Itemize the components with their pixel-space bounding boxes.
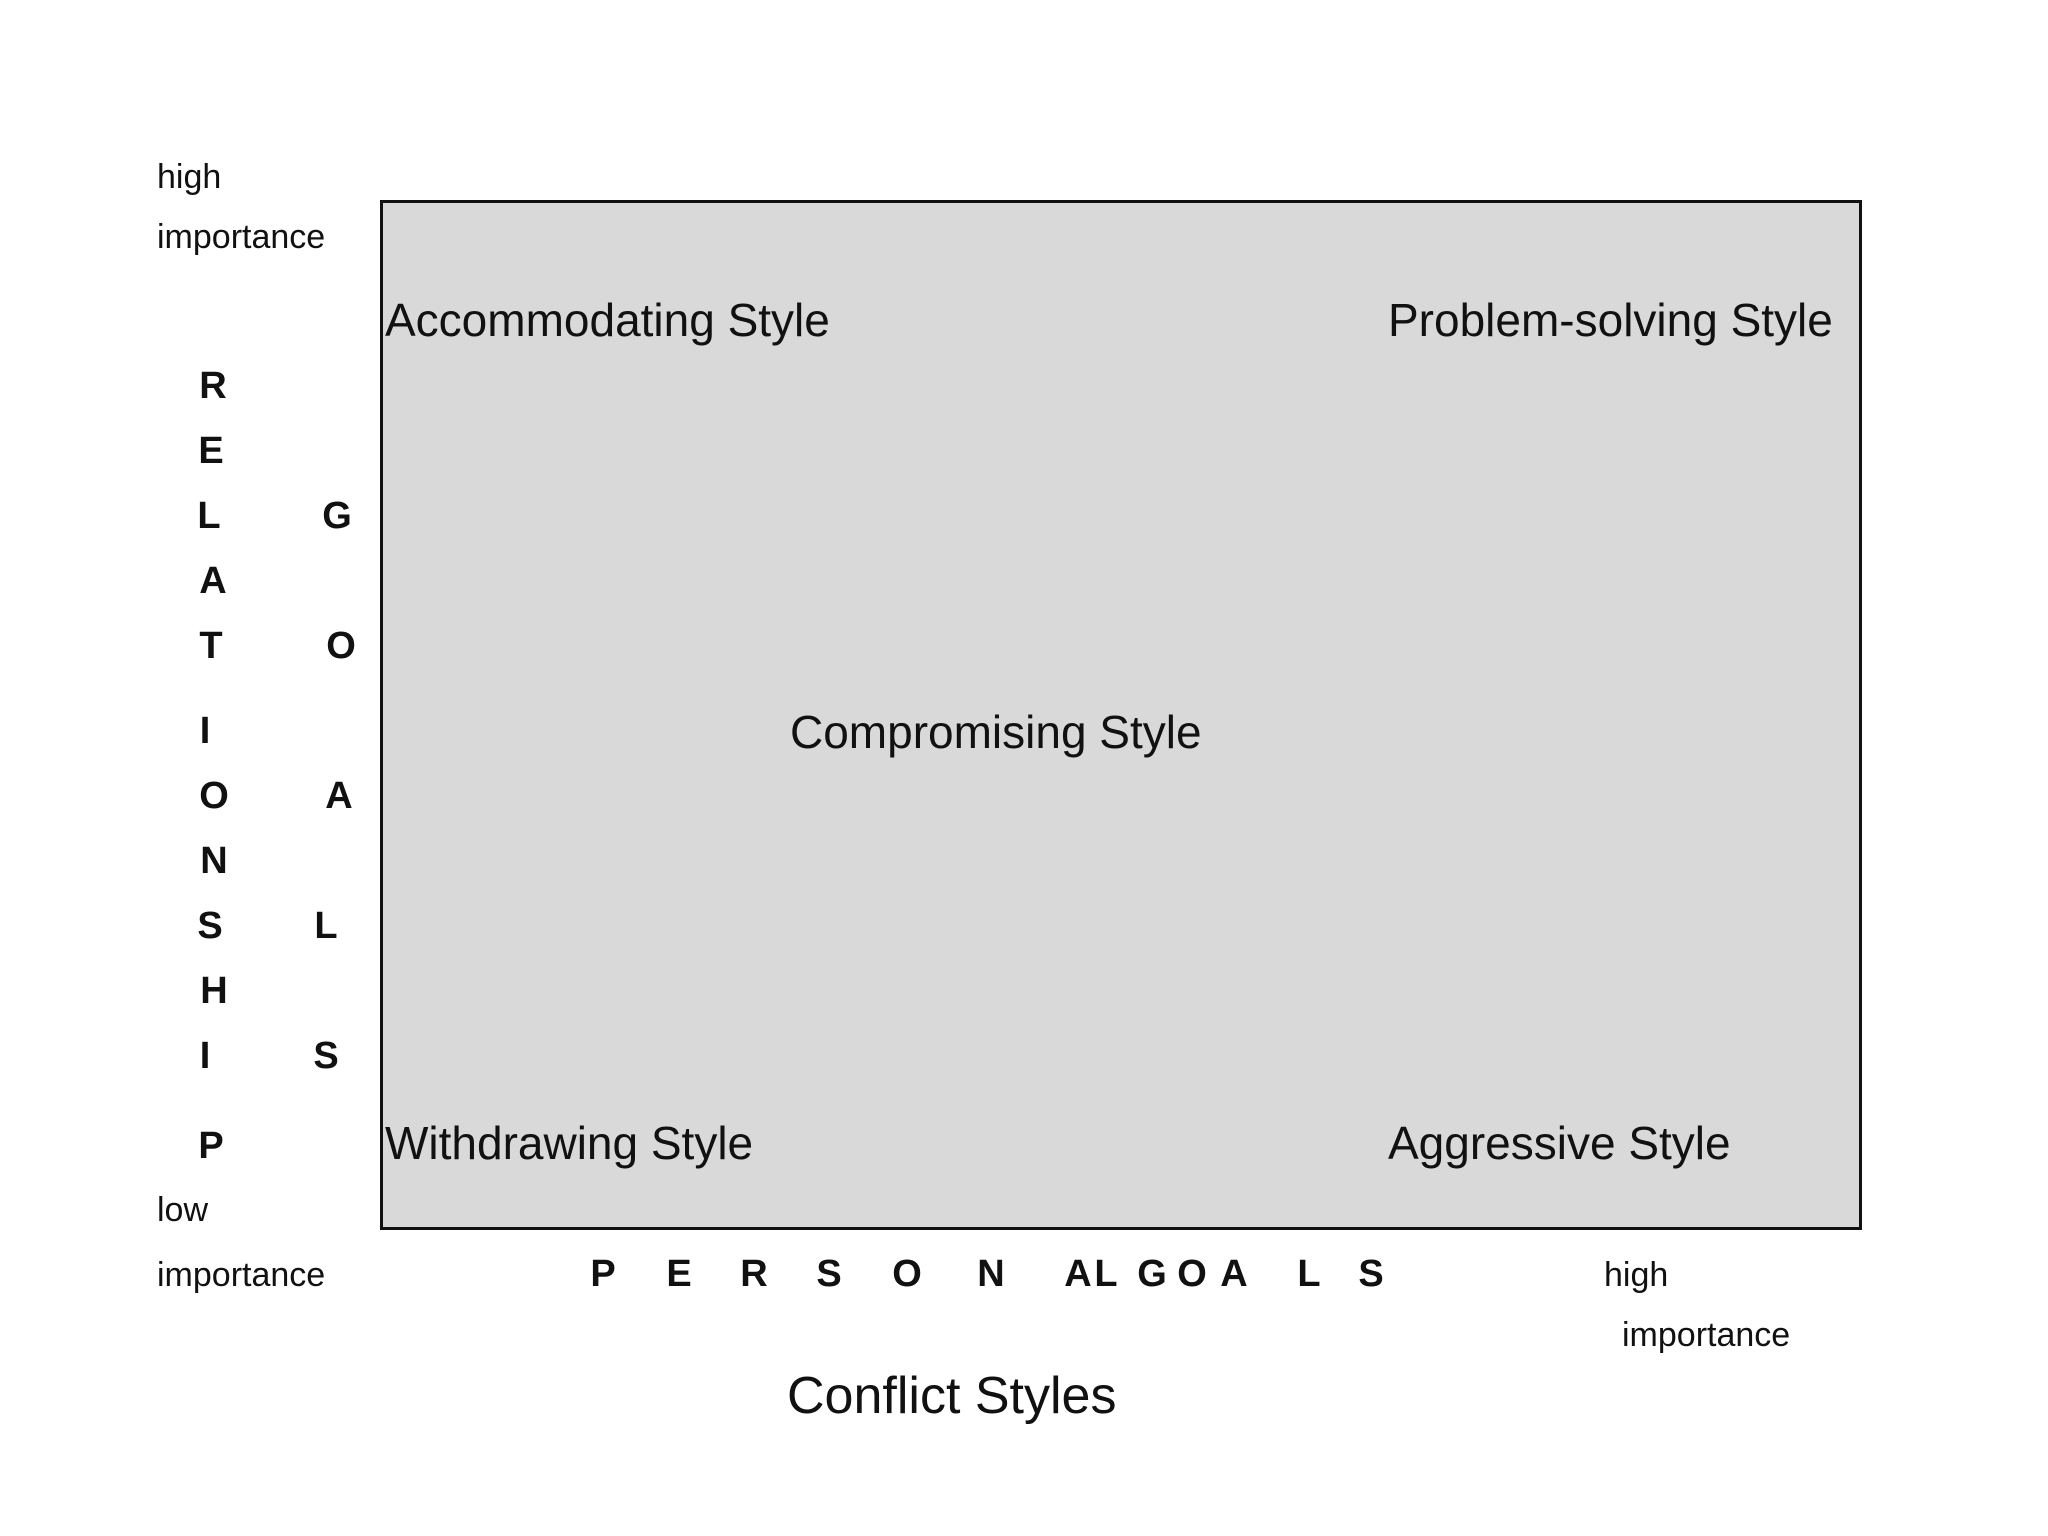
goals-letter: A	[325, 775, 353, 817]
relationship-letter: H	[200, 970, 228, 1012]
y-axis-low-label-line1: low	[157, 1191, 209, 1229]
y-axis-high-label-line1: high	[157, 158, 222, 196]
personal-goals-letter: G	[1137, 1253, 1167, 1295]
goals-letter: O	[326, 625, 356, 667]
personal-goals-letter: N	[977, 1253, 1005, 1295]
y-axis-low-label-line2: importance	[157, 1256, 326, 1294]
personal-goals-letter: R	[740, 1253, 768, 1295]
personal-goals-letter: E	[666, 1253, 692, 1295]
personal-goals-letter: S	[816, 1253, 842, 1295]
y-axis-high-label-line2: importance	[157, 218, 326, 256]
relationship-letter: R	[199, 365, 227, 407]
goals-letter: S	[313, 1035, 339, 1077]
relationship-letter: I	[199, 1035, 211, 1077]
conflict-styles-grid: Accommodating Style Problem-solving Styl…	[380, 200, 1862, 1230]
personal-goals-letter: S	[1358, 1253, 1384, 1295]
relationship-letter: E	[198, 430, 224, 472]
x-axis-high-label-line1: high	[1604, 1256, 1669, 1294]
accommodating-style-label: Accommodating Style	[385, 294, 830, 346]
x-axis-high-label-line2: importance	[1622, 1316, 1791, 1354]
relationship-letter: N	[200, 840, 228, 882]
relationship-letter: L	[197, 495, 221, 537]
personal-goals-letter: O	[892, 1253, 922, 1295]
personal-goals-letter: A	[1220, 1253, 1248, 1295]
personal-goals-letter: L	[1297, 1253, 1321, 1295]
problem-solving-style-label: Problem-solving Style	[1388, 294, 1833, 346]
relationship-letter: P	[198, 1125, 224, 1167]
relationship-letter: A	[199, 560, 227, 602]
diagram-title: Conflict Styles	[787, 1367, 1117, 1425]
goals-letter: L	[314, 905, 338, 947]
personal-goals-letter: A	[1064, 1253, 1092, 1295]
personal-goals-letter: L	[1094, 1253, 1118, 1295]
relationship-letter: S	[197, 905, 223, 947]
relationship-letter: O	[199, 775, 229, 817]
relationship-letter: T	[199, 625, 223, 667]
personal-goals-letter: P	[590, 1253, 616, 1295]
goals-letter: G	[322, 495, 352, 537]
withdrawing-style-label: Withdrawing Style	[385, 1117, 754, 1169]
compromising-style-label: Compromising Style	[790, 706, 1202, 758]
relationship-letter: I	[199, 710, 211, 752]
aggressive-style-label: Aggressive Style	[1388, 1117, 1731, 1169]
personal-goals-letter: O	[1177, 1253, 1207, 1295]
